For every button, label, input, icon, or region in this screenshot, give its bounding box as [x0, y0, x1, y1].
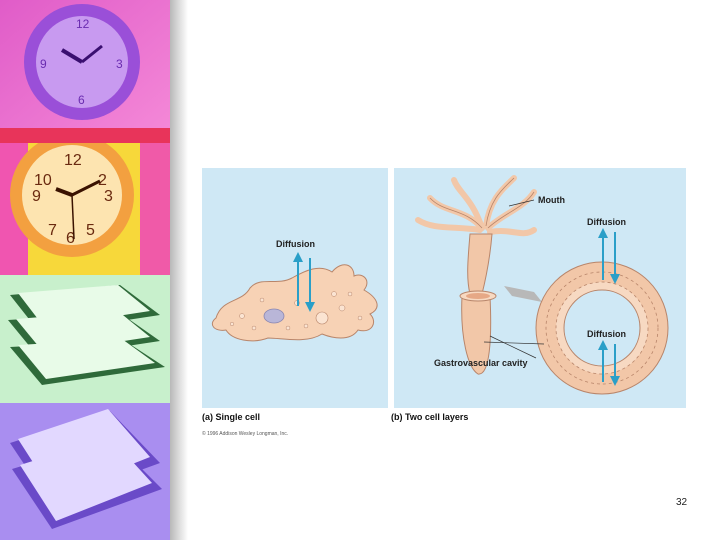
svg-text:6: 6: [78, 93, 85, 107]
diffusion-label-top: Diffusion: [587, 217, 626, 227]
books-image-green: [0, 275, 170, 403]
svg-text:6: 6: [66, 230, 75, 247]
svg-text:10: 10: [34, 172, 52, 189]
svg-text:2: 2: [98, 172, 107, 189]
copyright-text: © 1996 Addison Wesley Longman, Inc.: [202, 431, 289, 437]
diffusion-arrows-a: [293, 252, 315, 312]
diffusion-figure: Diffusion: [192, 158, 692, 443]
diffusion-label-a: Diffusion: [276, 239, 315, 249]
diffusion-label-inner: Diffusion: [587, 329, 626, 339]
svg-text:12: 12: [64, 152, 82, 169]
svg-text:7: 7: [48, 222, 57, 239]
clock-image-orange: 12 3 6 9 7 5 2 10: [0, 143, 170, 275]
sidebar-shadow: [170, 0, 188, 540]
page-number: 32: [676, 497, 688, 508]
panel-two-cell-layers: Mouth Diffusion Diffusion Gastrovascular…: [394, 168, 686, 408]
clock-image-purple: 12 3 6 9: [0, 0, 170, 143]
caption-two-cell-layers: (b) Two cell layers: [391, 412, 469, 422]
svg-text:3: 3: [104, 188, 113, 205]
mouth-label: Mouth: [538, 195, 565, 205]
svg-text:9: 9: [40, 57, 47, 71]
caption-single-cell: (a) Single cell: [202, 412, 261, 422]
svg-text:12: 12: [76, 17, 90, 31]
papers-image-purple: [0, 403, 170, 540]
decorative-sidebar: 12 3 6 9 12 3 6 9 7 5 2 10: [0, 0, 170, 540]
diffusion-arrows-inner: [598, 340, 620, 386]
panel-single-cell: Diffusion: [202, 168, 388, 408]
gastrovascular-cavity-label: Gastrovascular cavity: [434, 358, 528, 368]
svg-text:3: 3: [116, 57, 123, 71]
diffusion-arrows-top: [598, 228, 620, 284]
svg-text:5: 5: [86, 222, 95, 239]
svg-text:9: 9: [32, 188, 41, 205]
